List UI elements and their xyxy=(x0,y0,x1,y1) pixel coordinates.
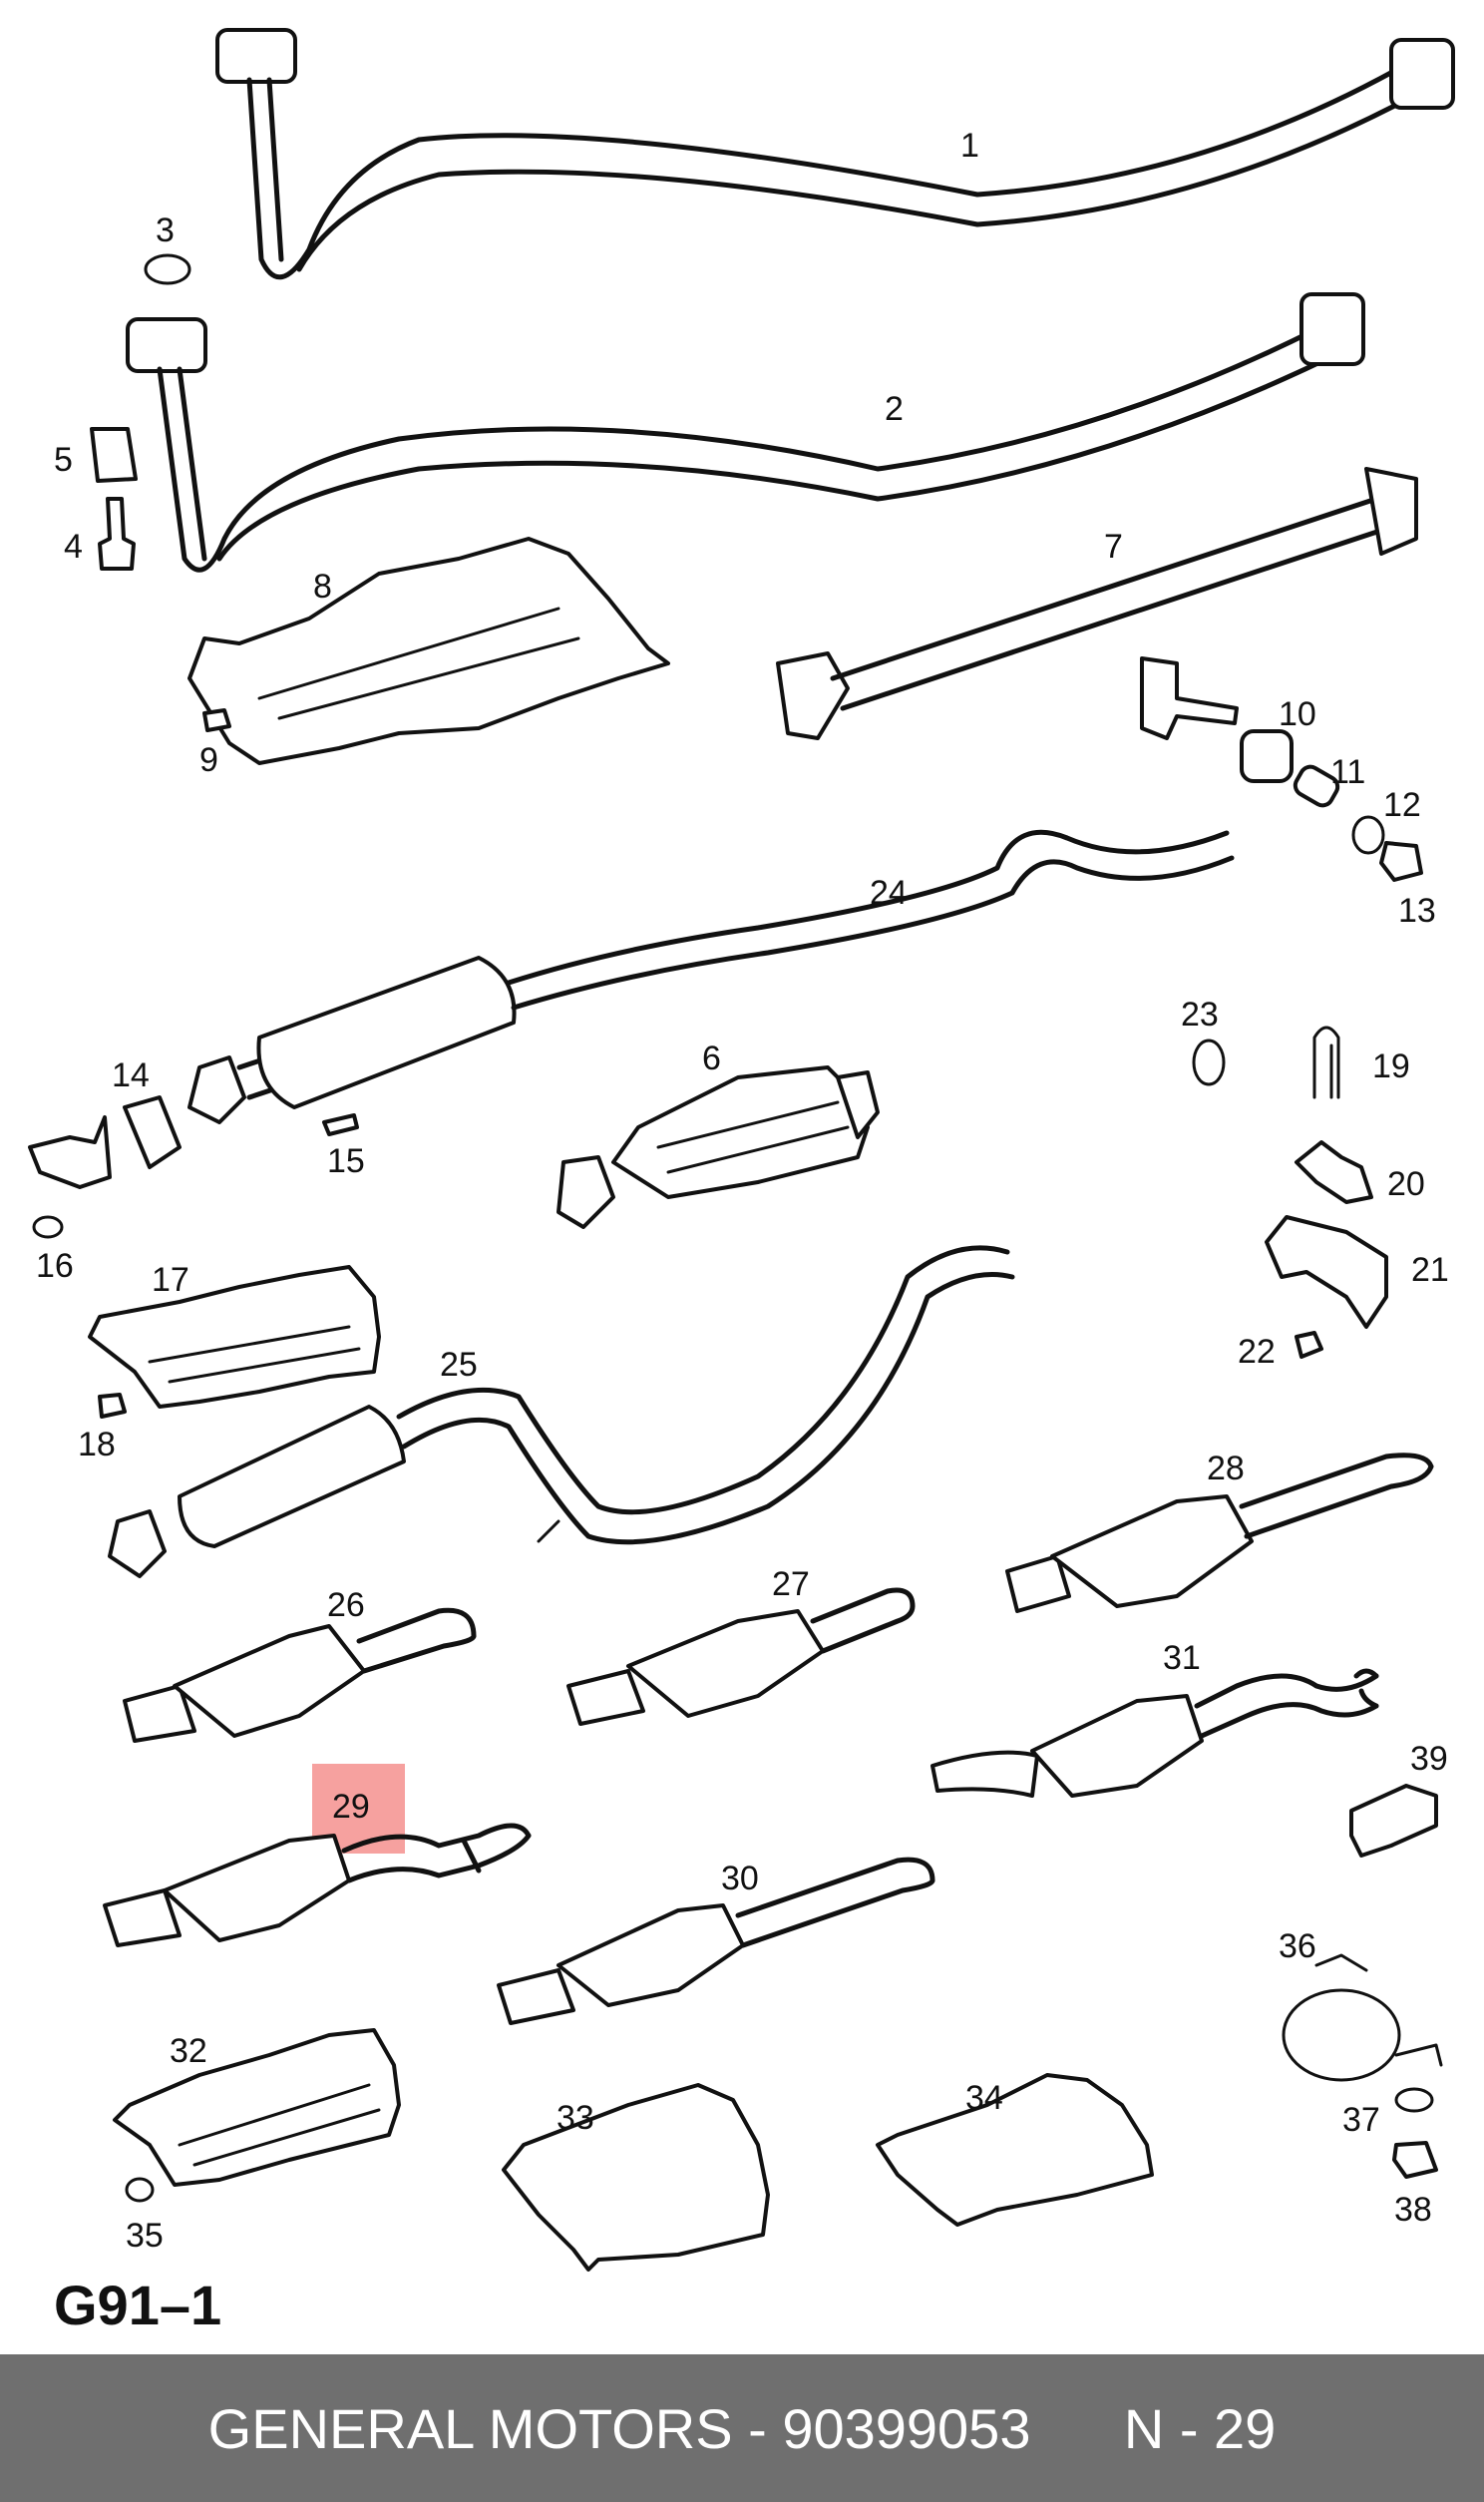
part-22-nut xyxy=(1295,1331,1323,1359)
part-23-gasket xyxy=(1192,1039,1226,1086)
part-3-gasket xyxy=(144,253,191,285)
footer-page: N - 29 xyxy=(1123,2396,1277,2460)
label-26: 26 xyxy=(327,1586,365,1624)
label-13: 13 xyxy=(1398,892,1436,930)
part-30-rear-silencer xyxy=(497,1857,935,2025)
part-13-nut xyxy=(1379,841,1423,882)
label-21: 21 xyxy=(1411,1251,1449,1289)
label-18: 18 xyxy=(78,1426,116,1463)
label-4: 4 xyxy=(64,528,83,566)
part-27-rear-silencer xyxy=(566,1587,916,1726)
part-25-silencer-pipe xyxy=(108,1245,1015,1578)
label-16: 16 xyxy=(36,1247,74,1285)
label-32: 32 xyxy=(170,2032,207,2070)
label-28: 28 xyxy=(1207,1450,1245,1487)
part-16-pipe-end xyxy=(28,1115,112,1189)
part-12-washer xyxy=(1351,815,1385,855)
part-21-clamp-bracket xyxy=(1265,1215,1388,1329)
part-9-nut xyxy=(202,708,231,732)
label-19: 19 xyxy=(1372,1047,1410,1085)
part-20-clamp-saddle xyxy=(1295,1140,1373,1204)
part-15-bolt xyxy=(322,1113,359,1136)
part-4-stud xyxy=(98,497,136,571)
part-19-u-bolt xyxy=(1312,1026,1340,1099)
part-10-rubber-block xyxy=(1240,729,1294,783)
part-16-nut xyxy=(32,1215,64,1239)
label-12: 12 xyxy=(1383,786,1421,824)
part-37-washer xyxy=(1394,2087,1434,2113)
part-2-front-pipe xyxy=(126,292,1365,573)
exhaust-parts-diagram: 1 2 3 4 5 6 7 8 9 10 11 12 13 14 15 16 1… xyxy=(28,28,1455,2336)
label-36: 36 xyxy=(1279,1927,1316,1965)
label-7: 7 xyxy=(1104,528,1123,566)
footer-bar: GENERAL MOTORS - 90399053 N - 29 xyxy=(0,2354,1484,2502)
label-39: 39 xyxy=(1410,1740,1448,1778)
part-1-front-pipe xyxy=(215,28,1455,280)
part-32-heat-shield xyxy=(113,2028,401,2187)
label-5: 5 xyxy=(54,441,73,479)
part-8-heat-shield xyxy=(187,537,670,765)
label-35: 35 xyxy=(126,2217,164,2255)
label-14: 14 xyxy=(112,1056,150,1094)
part-31-rear-silencer xyxy=(930,1668,1379,1798)
part-28-rear-silencer xyxy=(1005,1453,1434,1613)
part-18-nut xyxy=(98,1393,127,1419)
part-5-rubber-mount xyxy=(90,427,138,483)
label-15: 15 xyxy=(327,1142,365,1180)
label-10: 10 xyxy=(1279,695,1316,733)
part-34-heat-shield xyxy=(876,2073,1154,2227)
part-39-rubber-hanger xyxy=(1349,1784,1438,1858)
footer-gap xyxy=(1030,2396,1123,2461)
label-6: 6 xyxy=(702,1040,721,1077)
part-14-flange-gasket xyxy=(123,1095,182,1169)
label-38: 38 xyxy=(1394,2191,1432,2229)
label-3: 3 xyxy=(156,211,175,249)
label-2: 2 xyxy=(885,390,904,428)
label-37: 37 xyxy=(1342,2101,1380,2139)
part-29-rear-silencer xyxy=(103,1823,532,1947)
part-36-clamp xyxy=(1282,1953,1443,2082)
part-6-catalytic-converter xyxy=(556,1065,880,1229)
footer-part-number: 90399053 xyxy=(782,2396,1031,2460)
part-17-heat-shield xyxy=(88,1265,381,1409)
label-20: 20 xyxy=(1387,1165,1425,1203)
part-26-rear-silencer xyxy=(123,1607,477,1743)
label-1: 1 xyxy=(960,127,979,165)
part-11-sleeve xyxy=(1293,764,1340,808)
label-23: 23 xyxy=(1181,996,1219,1034)
label-24: 24 xyxy=(870,874,908,912)
label-34: 34 xyxy=(965,2079,1003,2117)
label-22: 22 xyxy=(1238,1333,1276,1371)
footer-separator: - xyxy=(732,2396,783,2460)
label-9: 9 xyxy=(199,741,218,779)
footer-brand: GENERAL MOTORS xyxy=(207,2396,733,2460)
part-7-intermediate-pipe xyxy=(776,467,1418,740)
part-33-heat-shield xyxy=(502,2083,770,2272)
part-24-silencer-pipe xyxy=(187,829,1235,1124)
label-29: 29 xyxy=(332,1788,370,1826)
part-10-bracket-bolt xyxy=(1140,656,1239,740)
part-35-nut xyxy=(125,2177,155,2203)
label-25: 25 xyxy=(440,1346,478,1384)
label-17: 17 xyxy=(152,1261,189,1299)
label-11: 11 xyxy=(1330,753,1365,791)
diagram-code: G91–1 xyxy=(54,2274,221,2336)
label-31: 31 xyxy=(1163,1639,1201,1677)
label-33: 33 xyxy=(556,2099,594,2137)
label-27: 27 xyxy=(772,1565,810,1603)
label-30: 30 xyxy=(721,1860,759,1897)
label-8: 8 xyxy=(313,568,332,606)
part-38-nut xyxy=(1392,2141,1438,2179)
